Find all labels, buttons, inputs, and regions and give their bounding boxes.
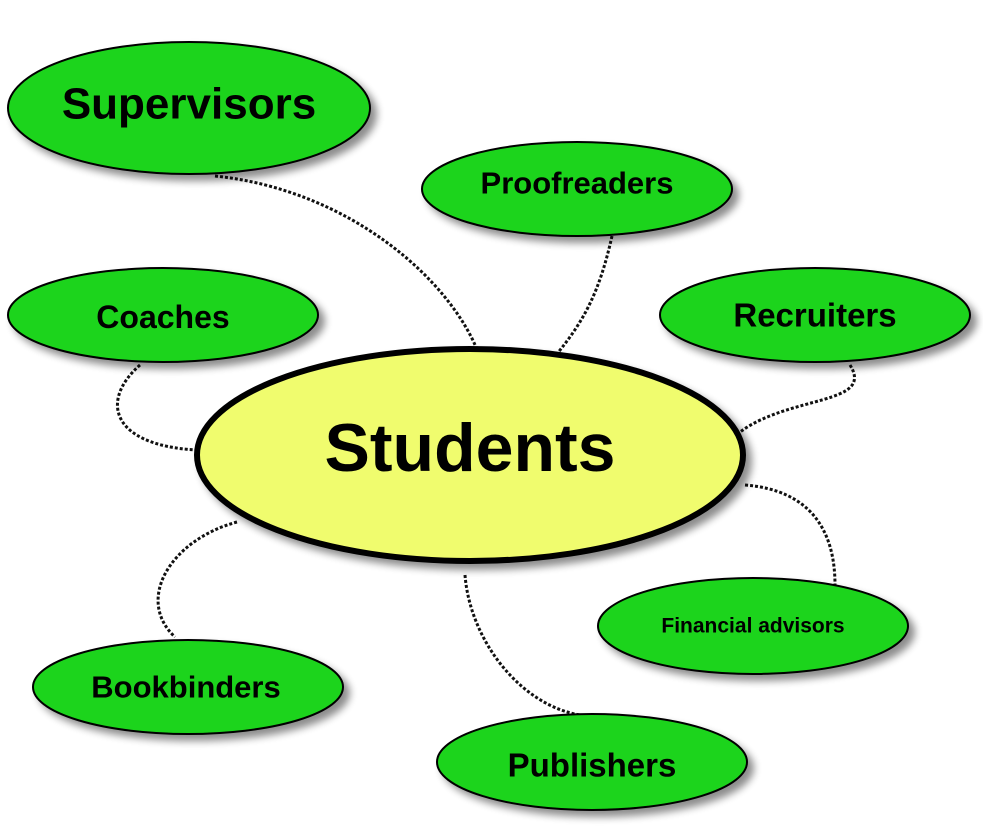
node-label: Supervisors	[62, 80, 316, 129]
connector-coaches	[115, 363, 197, 452]
node-label: Coaches	[96, 299, 229, 335]
node-label: Bookbinders	[91, 670, 280, 705]
connector-supervisors	[214, 174, 480, 353]
node-ellipse	[32, 639, 344, 735]
center-node-students: Students	[194, 346, 746, 564]
connector-recruiters	[739, 364, 856, 434]
connector-financial-advisors	[744, 483, 837, 586]
node-coaches: Coaches	[7, 267, 319, 363]
center-label: Students	[325, 410, 616, 486]
connector-proofreaders	[554, 235, 614, 356]
node-bookbinders: Bookbinders	[32, 639, 344, 735]
node-financial-advisors: Financial advisors	[597, 577, 909, 675]
center-ellipse	[194, 346, 746, 564]
node-ellipse	[421, 141, 733, 237]
node-label: Financial advisors	[661, 615, 844, 638]
node-ellipse	[597, 577, 909, 675]
node-ellipse	[7, 41, 371, 175]
connector-publishers	[463, 574, 581, 717]
node-ellipse	[436, 713, 748, 811]
node-publishers: Publishers	[436, 713, 748, 811]
connector-bookbinders	[156, 520, 238, 639]
node-ellipse	[659, 267, 971, 363]
connectors	[115, 174, 856, 717]
node-ellipse	[7, 267, 319, 363]
node-label: Recruiters	[733, 297, 896, 334]
node-supervisors: Supervisors	[7, 41, 371, 175]
node-recruiters: Recruiters	[659, 267, 971, 363]
node-label: Publishers	[508, 747, 677, 784]
node-label: Proofreaders	[481, 166, 674, 201]
node-proofreaders: Proofreaders	[421, 141, 733, 237]
